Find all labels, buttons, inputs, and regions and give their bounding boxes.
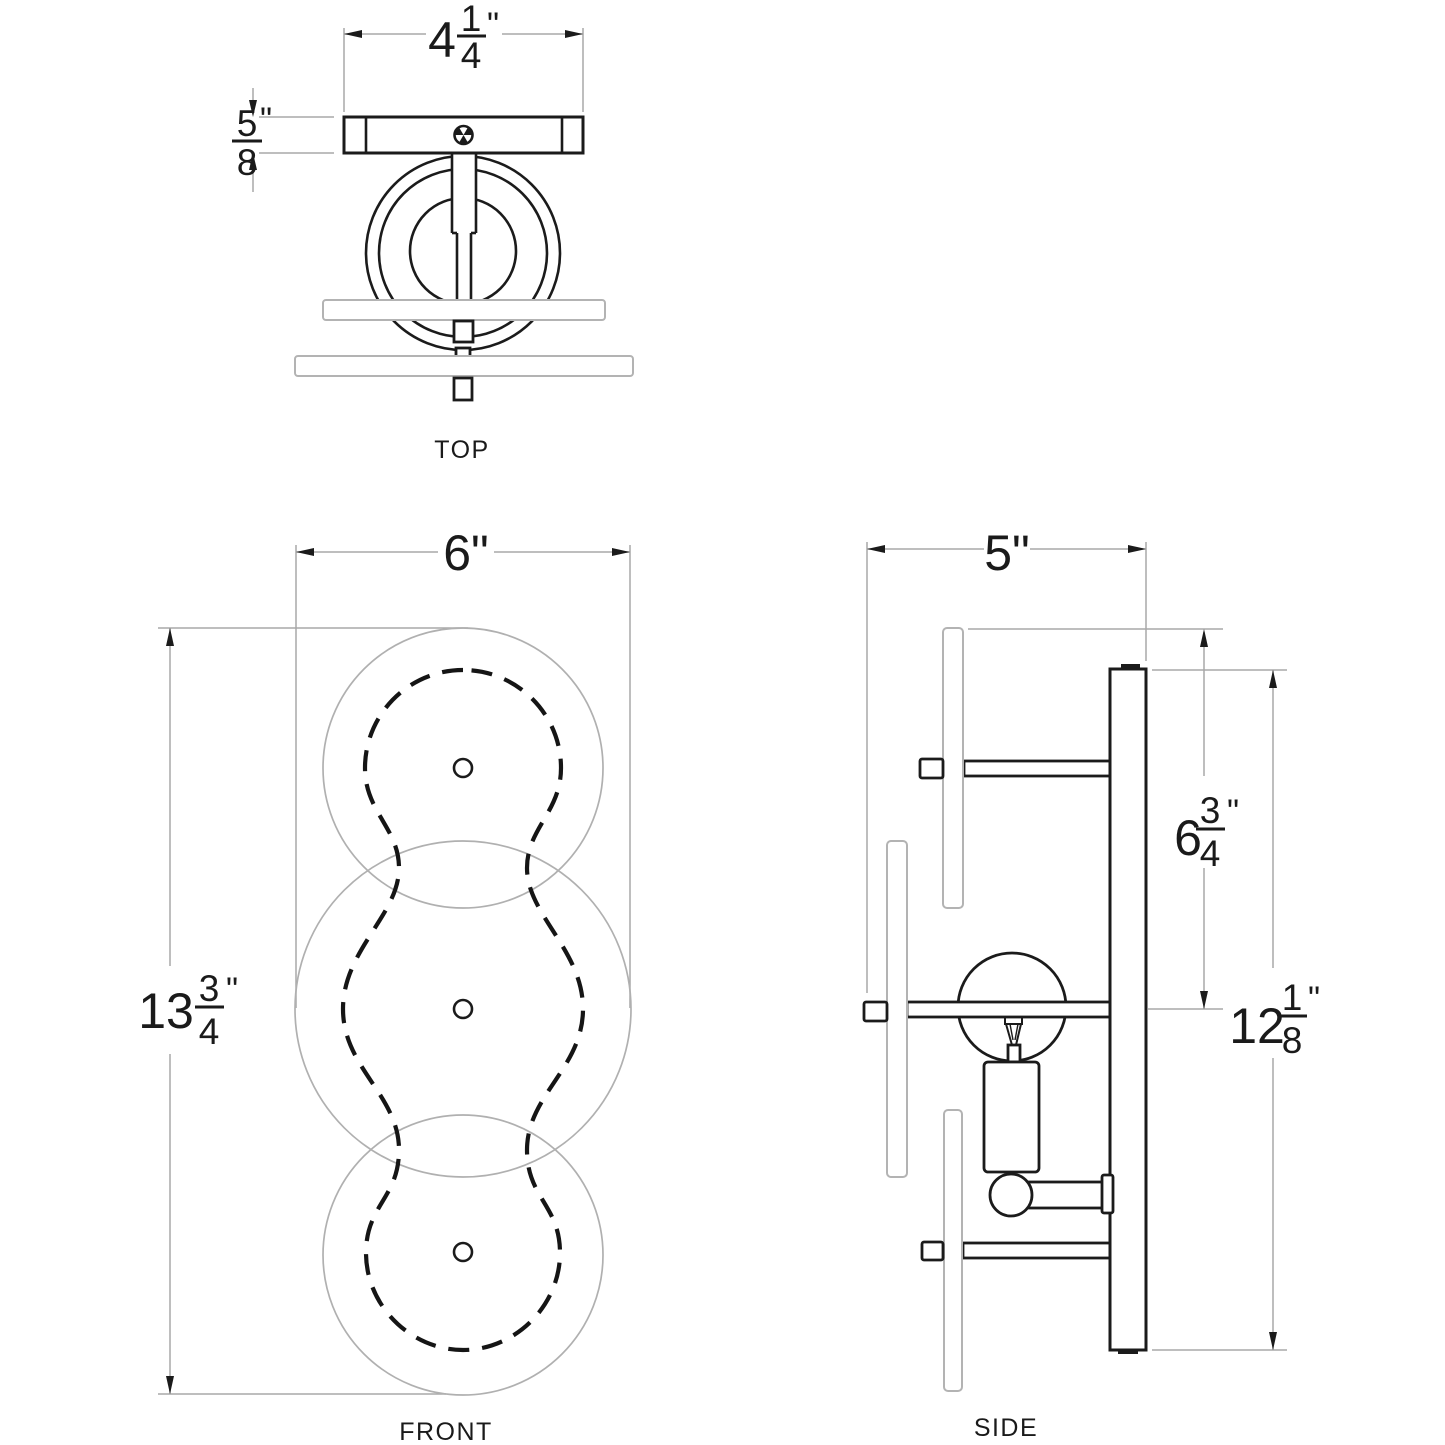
dim-side-center-num: 3 [1200,790,1221,831]
center-hole-middle [452,998,474,1020]
arm-cap-lower [920,1240,945,1262]
glass-disc-middle [294,840,632,1178]
glass-disc-edge-bottom [943,1109,963,1392]
arrow-down-icon [1200,991,1208,1009]
dim-side-backplate-unit: " [1308,980,1320,1018]
dim-top-thickness-unit: " [260,101,272,139]
front-view-label: FRONT [399,1418,493,1445]
side-view: 5" 6 3 4 " 12 1 8 " [862,525,1320,1442]
bulb-filament [1004,1016,1023,1046]
glass-disc-edge-middle [886,840,908,1178]
glass-disc-edge-far [294,355,634,377]
dim-front-height-unit: " [226,971,238,1009]
bulb-neck [1006,1043,1022,1064]
top-thickness-dimension: 5 8 " [232,88,334,192]
dim-front-width: 6" [443,525,489,581]
dim-side-center-unit: " [1227,793,1239,831]
dim-side-center-whole: 6 [1174,810,1202,866]
support-arm-upper [962,759,1112,778]
dim-front-height-den: 4 [199,1011,220,1052]
arrow-right-icon [1128,545,1146,553]
backplate-bottom-screw [1118,1349,1138,1354]
arrow-up-icon [166,628,174,646]
arrow-left-icon [867,545,885,553]
dim-side-center-den: 4 [1200,833,1221,874]
support-arm-lower [961,1241,1112,1260]
side-center-dimension: 6 3 4 " [968,628,1239,1010]
arrow-right-icon [612,548,630,556]
arrow-left-icon [296,548,314,556]
dim-top-thickness-num: 5 [237,103,258,144]
arrow-down-icon [249,100,257,117]
dim-side-backplate-whole: 12 [1229,998,1285,1054]
dim-side-depth: 5" [984,525,1030,581]
socket-arm-bracket [1100,1173,1115,1215]
front-width-dimension: 6" [295,525,631,1008]
stem-block-mid [452,319,475,344]
arrow-left-icon [344,30,362,38]
arrow-right-icon [565,30,583,38]
bulb-socket [982,1060,1041,1174]
arrow-up-icon [1269,670,1277,688]
glass-disc-edge-top [942,627,964,909]
top-width-dimension: 4 1 4 " [343,0,584,112]
arrow-up-icon [1200,629,1208,647]
dim-top-width-den: 4 [461,35,482,76]
socket-arm [1026,1180,1105,1210]
top-view-label: TOP [434,436,489,464]
side-view-label: SIDE [974,1414,1038,1442]
support-arm-middle [905,1000,1112,1019]
arrow-down-icon [166,1376,174,1394]
arm-cap-middle [862,1000,889,1023]
top-view: 4 1 4 " 5 8 " [232,0,634,464]
dim-front-height-num: 3 [199,968,220,1009]
dim-top-width-unit: " [487,6,499,44]
stem-block-lower [452,376,474,402]
dim-side-backplate-den: 8 [1282,1020,1303,1061]
front-height-dimension: 13 3 4 " [138,627,468,1395]
dim-top-thickness-den: 8 [237,142,258,183]
side-depth-dimension: 5" [866,525,1147,993]
backplate-top-screw [1121,664,1140,670]
dim-front-height-whole: 13 [138,983,194,1039]
wall-backplate [1108,667,1148,1352]
dim-top-width-whole: 4 [428,12,456,68]
arrow-down-icon [1269,1332,1277,1350]
dim-side-backplate-num: 1 [1282,977,1303,1018]
center-hole-top [452,757,474,779]
arrow-up-icon [249,153,257,170]
front-view: 6" 13 3 4 " FRONT [138,525,632,1445]
glass-disc-bottom [322,1114,604,1396]
glass-disc-edge-near [322,299,606,321]
socket-ball-joint [988,1172,1034,1218]
stem [450,153,478,300]
glass-disc-top [322,627,604,909]
arm-cap-upper [918,757,945,780]
hidden-contour-dashed [340,667,586,1353]
dim-top-width-num: 1 [461,0,482,39]
screw-icon [453,124,474,146]
side-backplate-dimension: 12 1 8 " [1152,669,1320,1351]
center-hole-bottom [452,1241,474,1263]
